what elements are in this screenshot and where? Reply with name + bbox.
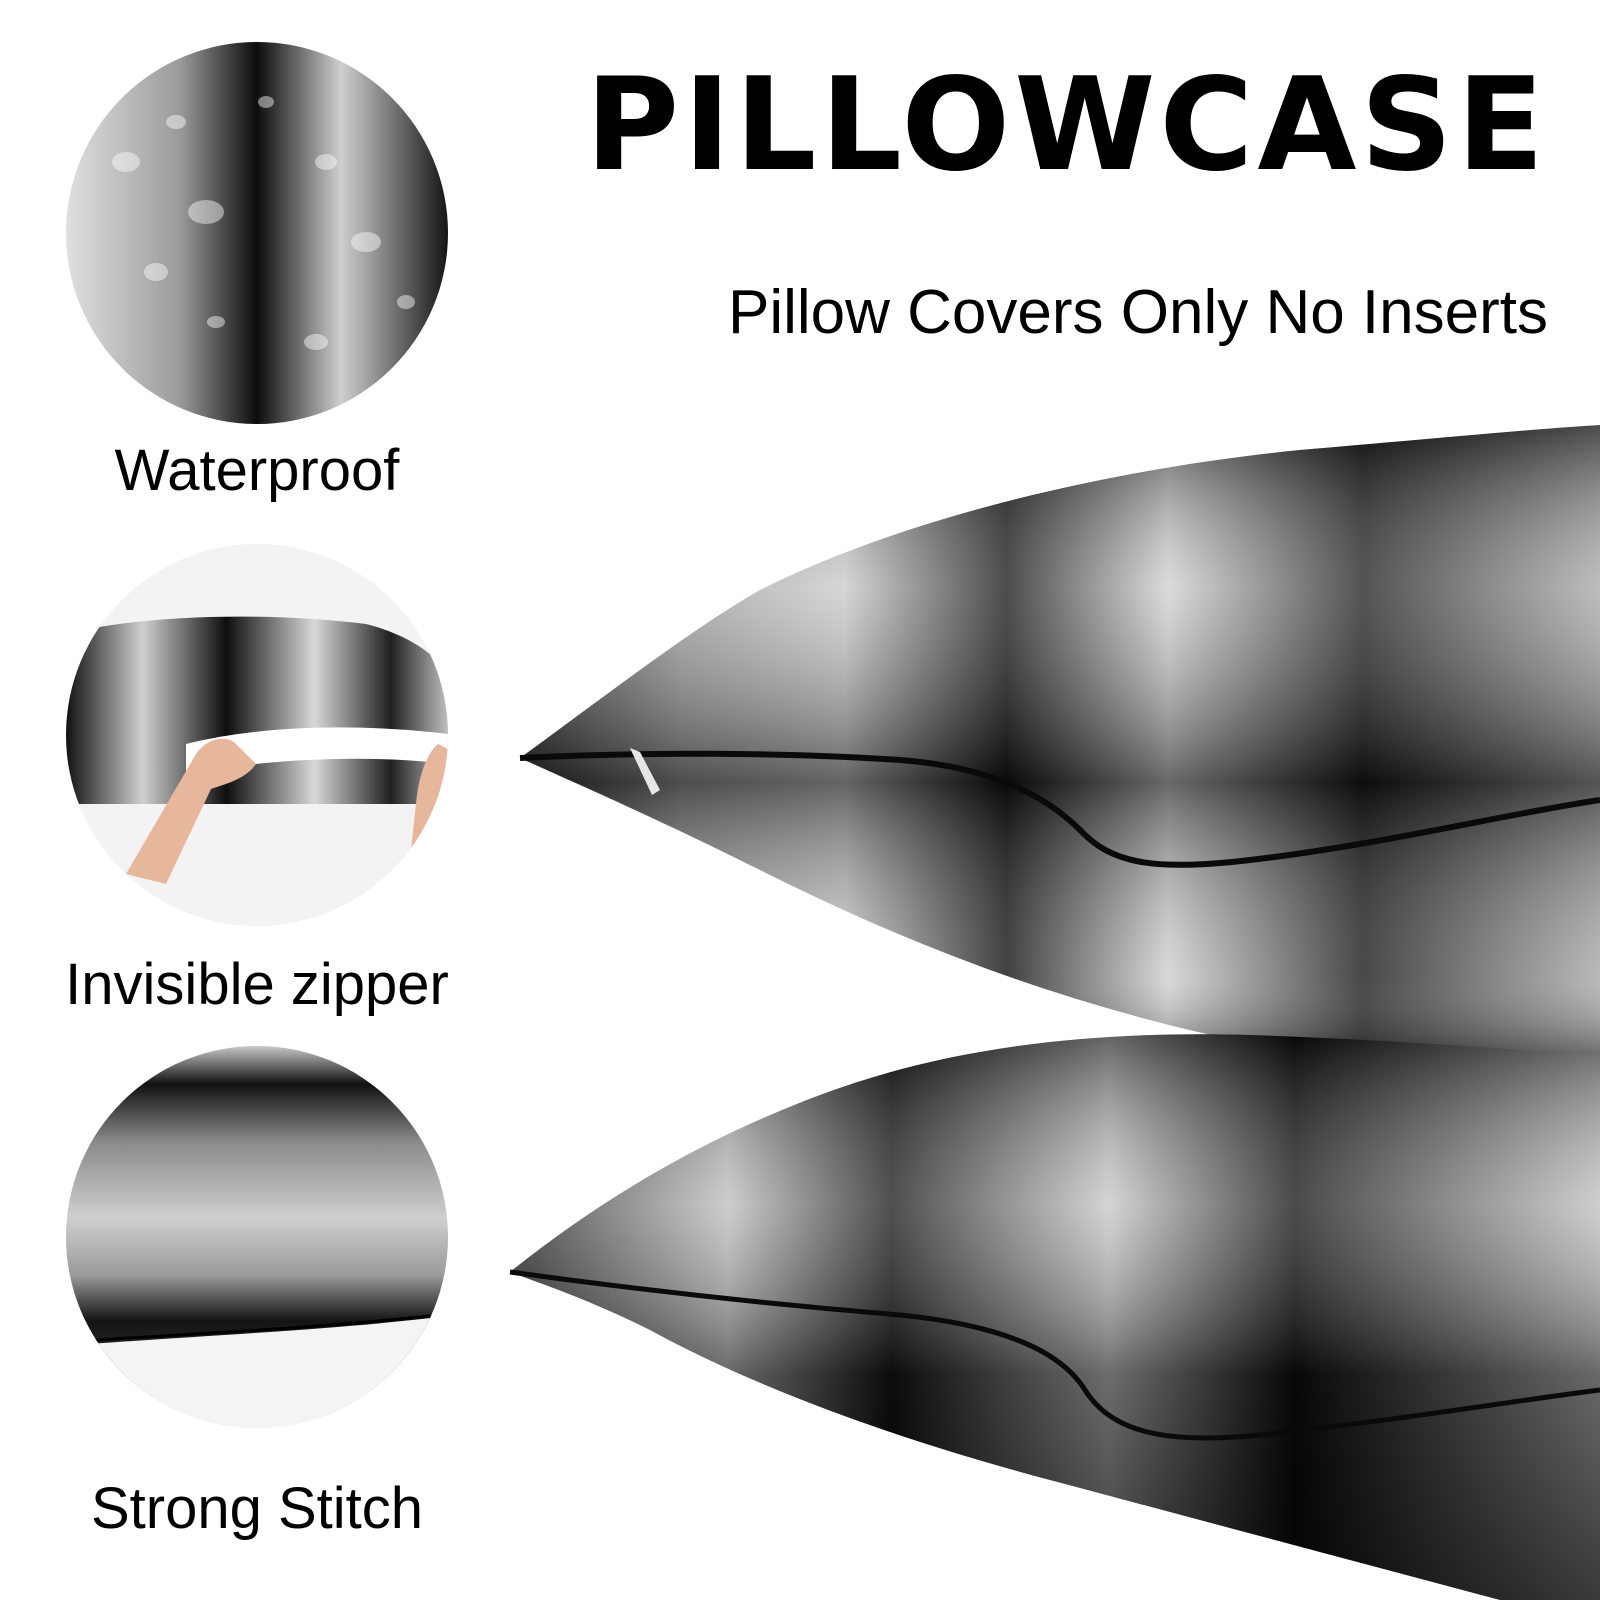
strong-stitch-label: Strong Stitch bbox=[90, 1476, 424, 1541]
top-pillow-flap-edge bbox=[519, 750, 1600, 868]
zipper-feature-image bbox=[66, 544, 448, 926]
zipper-pull-icon bbox=[630, 748, 660, 795]
bottom-pillow-flap-edge bbox=[509, 1269, 1600, 1441]
water-droplets-icon bbox=[66, 42, 448, 424]
zipper-hands-icon bbox=[66, 544, 448, 926]
page-title: PILLOWCASE bbox=[585, 51, 1548, 200]
waterproof-label: Waterproof bbox=[114, 438, 400, 503]
page-subtitle: Pillow Covers Only No Inserts bbox=[727, 278, 1548, 347]
stitch-feature-image bbox=[66, 1046, 448, 1428]
stitch-edge-icon bbox=[66, 1046, 448, 1428]
invisible-zipper-label: Invisible zipper bbox=[65, 952, 449, 1017]
waterproof-feature-image bbox=[66, 42, 448, 424]
